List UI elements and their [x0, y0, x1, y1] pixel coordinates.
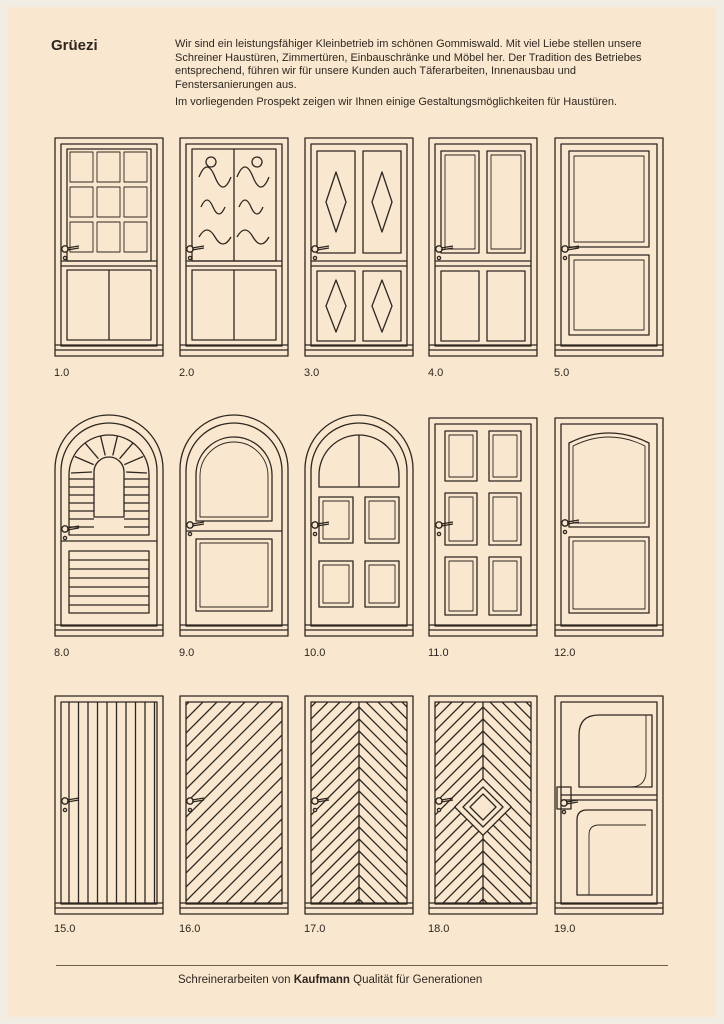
door-four-panel: 4.0 — [428, 137, 538, 379]
door-herringbone-boards: 17.0 — [304, 695, 414, 935]
footer-line: Schreinerarbeiten von Kaufmann Qualität … — [178, 974, 482, 986]
door-number-label: 2.0 — [179, 367, 195, 379]
door-drawing — [54, 414, 164, 637]
brochure-page: Grüezi Wir sind ein leistungsfähiger Kle… — [8, 7, 716, 1017]
door-vertical-boards: 15.0 — [54, 695, 164, 935]
door-drawing — [54, 695, 164, 915]
door-modern-curved-panels: 19.0 — [554, 695, 664, 935]
door-drawing — [428, 695, 538, 915]
door-drawing — [179, 695, 289, 915]
door-drawing — [179, 137, 289, 357]
footer-prefix: Schreinerarbeiten von — [178, 974, 291, 986]
door-drawing — [554, 695, 664, 915]
door-diamond-herringbone: 18.0 — [428, 695, 538, 935]
door-number-label: 3.0 — [304, 367, 320, 379]
door-drawing — [554, 137, 664, 357]
door-two-panel-large: 5.0 — [554, 137, 664, 379]
door-diagonal-boards: 16.0 — [179, 695, 289, 935]
door-diamond-panels: 3.0 — [304, 137, 414, 379]
intro-paragraph-2: Im vorliegenden Prospekt zeigen wir Ihne… — [175, 96, 618, 108]
intro-text: Wir sind ein leistungsfähiger Kleinbetri… — [175, 38, 653, 114]
door-curved-top-two-panel: 12.0 — [554, 417, 664, 659]
door-drawing — [304, 137, 414, 357]
door-wrought-iron-glass: 2.0 — [179, 137, 289, 379]
door-drawing — [304, 695, 414, 915]
door-number-label: 5.0 — [554, 367, 570, 379]
door-number-label: 16.0 — [179, 923, 201, 935]
door-number-label: 4.0 — [428, 367, 444, 379]
door-arched-two-panel: 9.0 — [179, 414, 289, 659]
door-arched-six-panel: 10.0 — [304, 414, 414, 659]
door-number-label: 15.0 — [54, 923, 76, 935]
door-number-label: 17.0 — [304, 923, 326, 935]
footer-suffix: Qualität für Generationen — [353, 974, 483, 986]
door-number-label: 18.0 — [428, 923, 450, 935]
door-drawing — [179, 414, 289, 637]
intro-paragraph-1: Wir sind ein leistungsfähiger Kleinbetri… — [175, 38, 642, 91]
door-drawing — [554, 417, 664, 637]
door-nine-lite-glass: 1.0 — [54, 137, 164, 379]
door-number-label: 11.0 — [428, 647, 449, 659]
door-number-label: 9.0 — [179, 647, 195, 659]
door-number-label: 10.0 — [304, 647, 326, 659]
door-number-label: 12.0 — [554, 647, 576, 659]
door-arched-fanlight-slats: 8.0 — [54, 414, 164, 659]
door-number-label: 8.0 — [54, 647, 70, 659]
door-drawing — [54, 137, 164, 357]
footer-brand: Kaufmann — [293, 974, 350, 986]
door-drawing — [304, 414, 414, 637]
door-number-label: 19.0 — [554, 923, 576, 935]
door-drawing — [428, 417, 538, 637]
greeting-heading: Grüezi — [51, 37, 98, 54]
door-number-label: 1.0 — [54, 367, 70, 379]
footer-divider — [56, 965, 668, 966]
door-drawing — [428, 137, 538, 357]
door-six-panel: 11.0 — [428, 417, 538, 659]
